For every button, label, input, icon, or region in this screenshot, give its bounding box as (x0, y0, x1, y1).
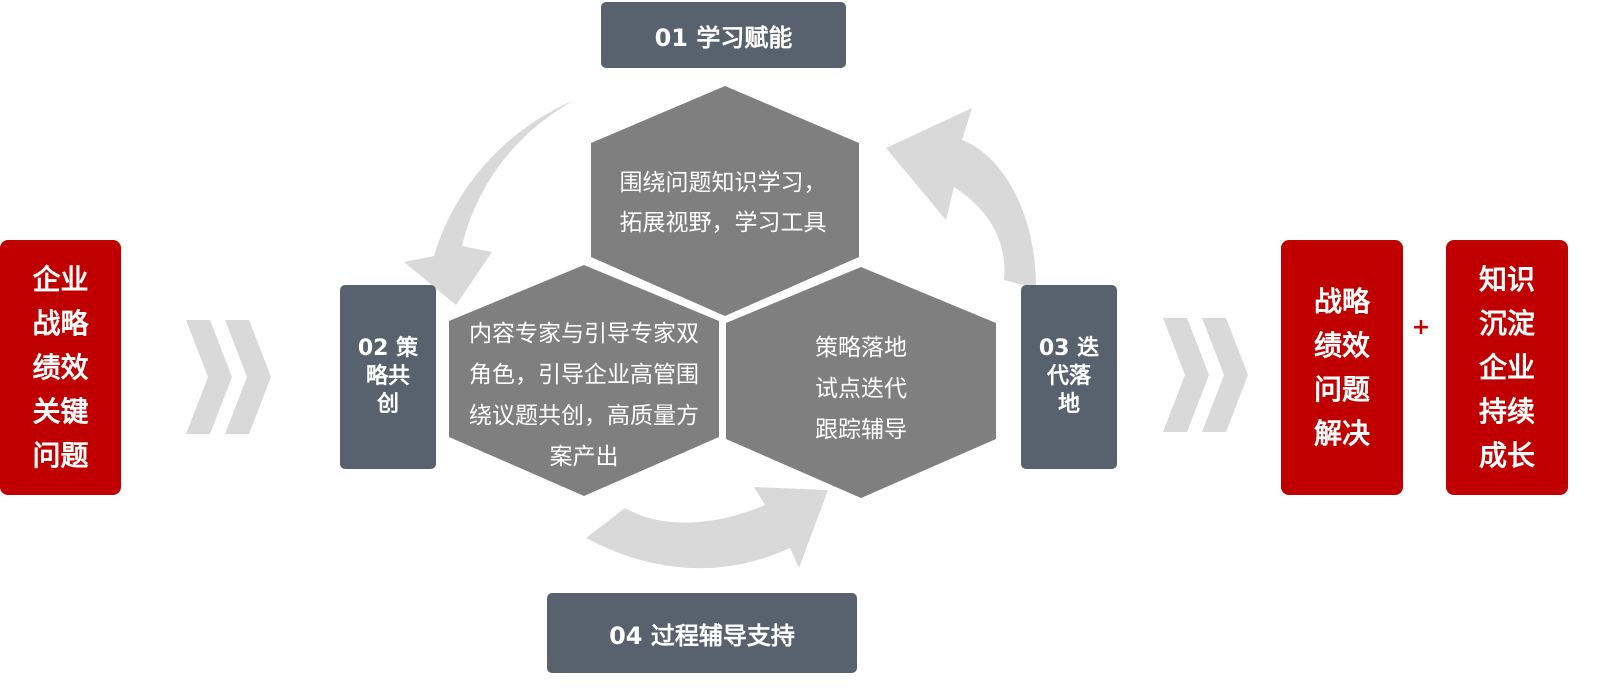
hexagon-top-text: 围绕问题知识学习， 拓展视野，学习工具 (596, 160, 850, 246)
output-solution-box: 战略 绩效 问题 解决 (1281, 240, 1403, 495)
step-learning-box: 01 学习赋能 (601, 2, 846, 68)
curved-arrow-icon (586, 487, 828, 569)
plus-sign: + (1411, 315, 1431, 340)
output-growth-line: 成长 (1478, 438, 1535, 472)
step-iteration-line: 03 迭 (1038, 336, 1100, 361)
step-strategy-line: 02 策 (357, 336, 419, 361)
hexagon-left-line: 绕议题共创，高质量方 (469, 403, 699, 429)
step-strategy-line: 创 (376, 392, 399, 417)
step-iteration-line: 代落 (1046, 364, 1091, 389)
hexagon-right-line: 跟踪辅导 (815, 416, 907, 443)
step-strategy-box: 02 策 略共 创 (340, 285, 436, 469)
step-iteration-line: 地 (1057, 392, 1080, 417)
step-strategy-line: 略共 (365, 364, 410, 389)
curved-arrow-icon (404, 100, 575, 305)
output-growth-line: 知识 (1478, 262, 1535, 296)
hexagon-top-line: 拓展视野，学习工具 (619, 210, 827, 236)
hexagon-top (591, 86, 859, 316)
hexagon-left-text: 内容专家与引导专家双 角色，引导企业高管围 绕议题共创，高质量方 案产出 (452, 312, 716, 480)
double-chevron-right-icon (186, 320, 271, 434)
step-support-label: 04 过程辅导支持 (609, 621, 795, 650)
step-iteration-box: 03 迭 代落 地 (1021, 285, 1117, 469)
hexagon-left-line: 角色，引导企业高管围 (469, 362, 699, 388)
output-solution-line: 绩效 (1313, 328, 1370, 362)
output-growth-line: 企业 (1478, 350, 1535, 384)
double-chevron-right-icon (1163, 318, 1248, 432)
hexagon-left-line: 案产出 (549, 444, 619, 470)
hexagon-left (449, 265, 719, 496)
hexagon-top-line: 围绕问题知识学习， (619, 170, 827, 196)
input-problem-line: 关键 (32, 394, 89, 428)
hexagon-right-text: 策略落地 试点迭代 跟踪辅导 (760, 326, 962, 452)
input-problem-box: 企业 战略 绩效 关键 问题 (0, 240, 121, 495)
output-growth-box: 知识 沉淀 企业 持续 成长 (1446, 240, 1568, 495)
input-problem-line: 企业 (32, 262, 89, 296)
output-solution-line: 战略 (1313, 284, 1370, 318)
hexagon-right (726, 267, 996, 498)
step-support-box: 04 过程辅导支持 (547, 593, 857, 673)
input-problem-line: 战略 (32, 306, 89, 340)
output-growth-line: 沉淀 (1478, 306, 1535, 340)
input-problem-line: 绩效 (32, 350, 89, 384)
output-growth-line: 持续 (1478, 394, 1535, 428)
hexagon-right-line: 策略落地 (815, 334, 907, 361)
output-solution-line: 问题 (1313, 372, 1370, 406)
hexagon-left-line: 内容专家与引导专家双 (469, 321, 699, 347)
hexagon-right-line: 试点迭代 (815, 375, 907, 402)
step-learning-label: 01 学习赋能 (654, 23, 793, 52)
input-problem-line: 问题 (32, 438, 89, 472)
curved-arrow-icon (886, 108, 1036, 288)
output-solution-line: 解决 (1313, 416, 1370, 450)
